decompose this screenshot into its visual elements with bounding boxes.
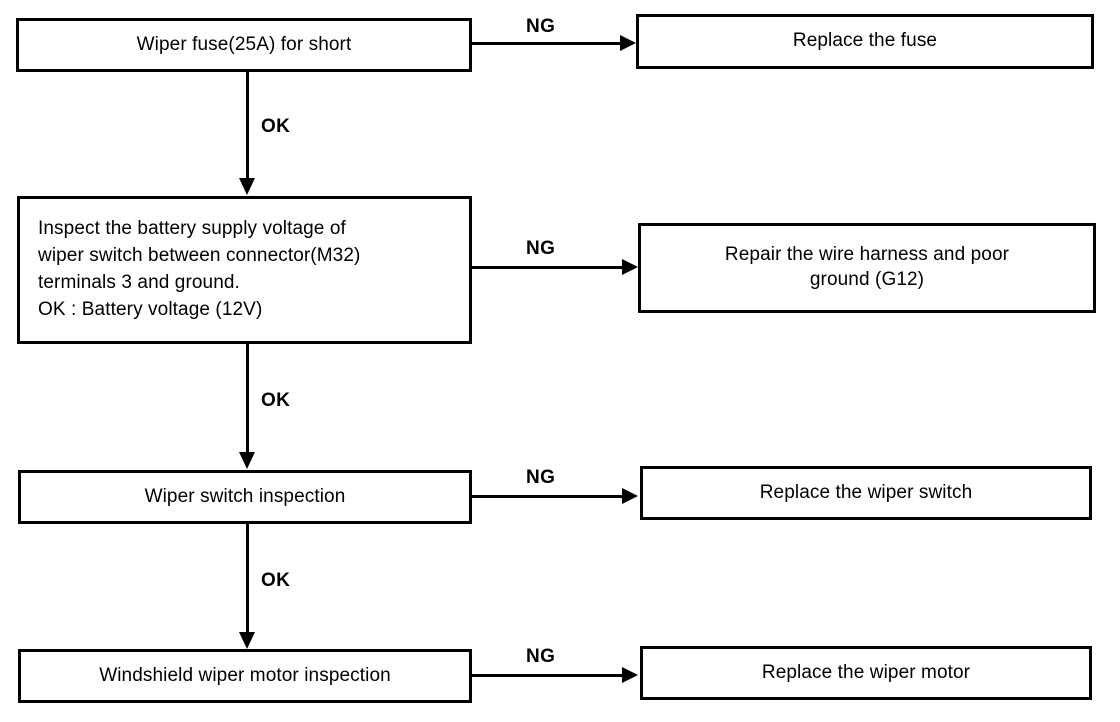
edge-ng-1-line bbox=[472, 42, 622, 45]
node-wiper-switch-inspection-label: Wiper switch inspection bbox=[144, 485, 346, 507]
edge-ok-3-line bbox=[246, 524, 249, 634]
node-check-fuse[interactable]: Wiper fuse(25A) for short bbox=[16, 18, 472, 72]
edge-ng-4-label: NG bbox=[526, 646, 556, 667]
edge-ng-3-arrowhead bbox=[622, 488, 638, 504]
node-inspect-battery-supply[interactable]: Inspect the battery supply voltage of wi… bbox=[17, 196, 472, 344]
node-wiper-motor-inspection[interactable]: Windshield wiper motor inspection bbox=[18, 649, 472, 703]
node-wiper-switch-inspection[interactable]: Wiper switch inspection bbox=[18, 470, 472, 524]
edge-ok-1-label: OK bbox=[261, 116, 291, 137]
edge-ok-1-arrowhead bbox=[239, 178, 255, 195]
edge-ok-2-arrowhead bbox=[239, 452, 255, 469]
node-inspect-battery-supply-label: Inspect the battery supply voltage of wi… bbox=[38, 218, 361, 320]
edge-ng-3-label: NG bbox=[526, 467, 556, 488]
edge-ng-2-label: NG bbox=[526, 238, 556, 259]
node-replace-fuse-label: Replace the fuse bbox=[792, 30, 938, 52]
node-repair-harness[interactable]: Repair the wire harness and poor ground … bbox=[638, 223, 1096, 313]
edge-ok-1-line bbox=[246, 72, 249, 180]
node-wiper-motor-inspection-label: Windshield wiper motor inspection bbox=[99, 664, 391, 686]
node-replace-wiper-motor-label: Replace the wiper motor bbox=[761, 661, 971, 683]
edge-ok-2-label: OK bbox=[261, 390, 291, 411]
node-repair-harness-label: Repair the wire harness and poor ground … bbox=[724, 244, 1010, 290]
edge-ng-4-line bbox=[472, 674, 624, 677]
edge-ok-2-line bbox=[246, 344, 249, 454]
edge-ng-3-line bbox=[472, 495, 624, 498]
edge-ng-2-line bbox=[472, 266, 624, 269]
edge-ng-2-arrowhead bbox=[622, 259, 638, 275]
node-check-fuse-label: Wiper fuse(25A) for short bbox=[136, 33, 352, 55]
node-replace-fuse[interactable]: Replace the fuse bbox=[636, 14, 1094, 69]
edge-ng-4-arrowhead bbox=[622, 667, 638, 683]
edge-ok-3-label: OK bbox=[261, 570, 291, 591]
node-replace-wiper-switch[interactable]: Replace the wiper switch bbox=[640, 466, 1092, 520]
node-replace-wiper-motor[interactable]: Replace the wiper motor bbox=[640, 646, 1092, 700]
edge-ng-1-arrowhead bbox=[620, 35, 636, 51]
node-replace-wiper-switch-label: Replace the wiper switch bbox=[759, 481, 973, 503]
edge-ok-3-arrowhead bbox=[239, 632, 255, 649]
edge-ng-1-label: NG bbox=[526, 16, 556, 37]
